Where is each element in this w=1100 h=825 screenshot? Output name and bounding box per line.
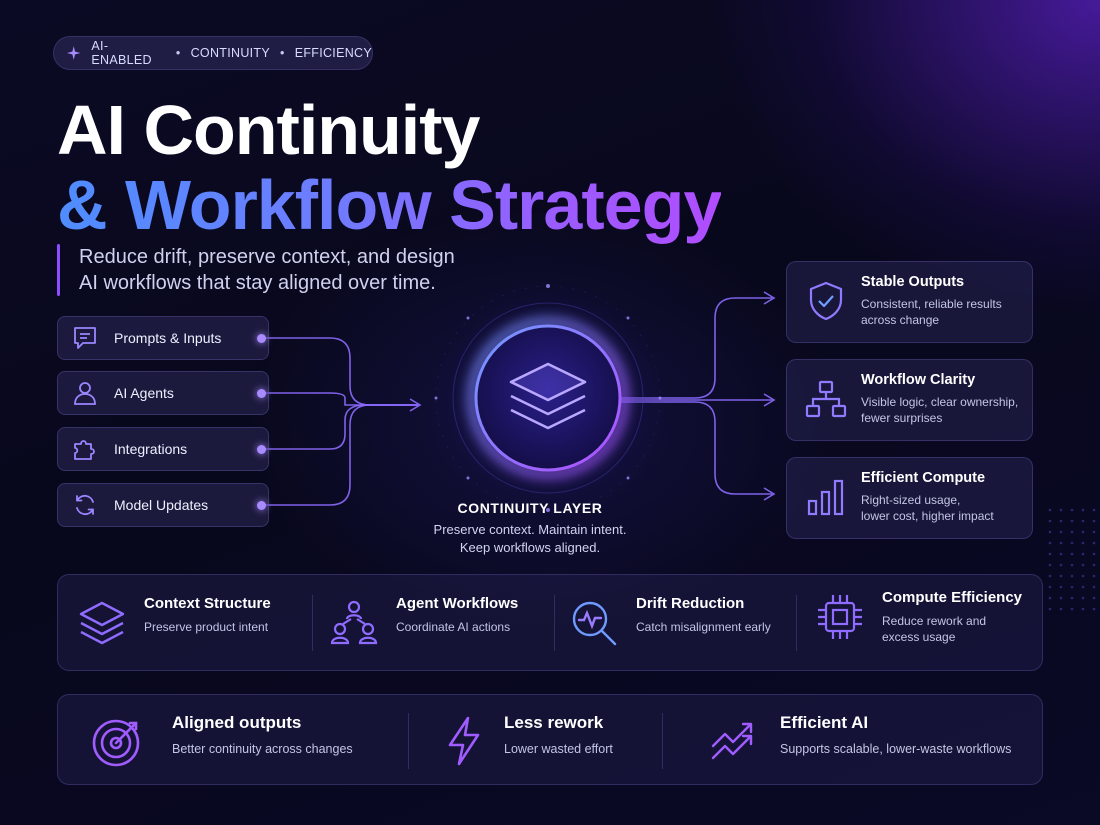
header-badge: AI-ENABLED • CONTINUITY • EFFICIENCY [53, 36, 373, 70]
lightning-icon [436, 713, 492, 769]
benefit-title: Efficient AI [780, 713, 869, 732]
benefit-description: Supports scalable, lower-waste workflows [780, 742, 1012, 756]
output-card-efficient-compute: Efficient Compute Right-sized usage,lowe… [786, 457, 1033, 539]
output-description: Visible logic, clear ownership,fewer sur… [861, 395, 1019, 425]
sparkle-icon [66, 46, 81, 60]
hierarchy-icon [801, 374, 851, 424]
badge-separator: • [175, 46, 181, 60]
layers-icon [509, 362, 587, 430]
benefit-less-rework: Less rework Lower wasted effort [436, 713, 613, 769]
divider [662, 713, 663, 769]
user-icon [70, 378, 100, 408]
feature-context-structure: Context Structure Preserve product inten… [74, 595, 271, 651]
output-card-workflow-clarity: Workflow Clarity Visible logic, clear ow… [786, 359, 1033, 441]
connector-port [257, 501, 266, 510]
badge-separator: • [280, 46, 285, 60]
output-description: Right-sized usage,lower cost, higher imp… [861, 493, 994, 523]
dot-grid-decoration [1048, 508, 1096, 611]
feature-title: Compute Efficiency [882, 589, 1023, 606]
trend-up-icon [706, 713, 762, 769]
chip-icon [812, 589, 868, 645]
badge-item: AI-ENABLED [91, 39, 152, 67]
divider [554, 595, 555, 651]
feature-drift-reduction: Drift Reduction Catch misalignment early [566, 595, 771, 651]
benefit-description: Lower wasted effort [504, 742, 613, 756]
input-node-prompts: Prompts & Inputs [57, 316, 269, 360]
input-node-agents: AI Agents [57, 371, 269, 415]
divider [312, 595, 313, 651]
input-node-integrations: Integrations [57, 427, 269, 471]
layers-icon [74, 595, 130, 651]
feature-title: Agent Workflows [396, 595, 519, 612]
feature-description: Coordinate AI actions [396, 620, 511, 634]
input-node-label: Prompts & Inputs [114, 330, 222, 346]
benefits-panel: Aligned outputs Better continuity across… [57, 694, 1043, 785]
divider [796, 595, 797, 651]
description-line: Keep workflows aligned. [459, 540, 601, 555]
benefit-title: Less rework [504, 713, 604, 732]
divider [408, 713, 409, 769]
subtitle-line: Reduce drift, preserve context, and desi… [79, 246, 455, 268]
agent-network-icon [326, 595, 382, 651]
chat-icon [70, 323, 100, 353]
connector-port [257, 445, 266, 454]
feature-description: Preserve product intent [144, 620, 269, 634]
page-subtitle: Reduce drift, preserve context, and desi… [79, 244, 499, 296]
output-card-stable-outputs: Stable Outputs Consistent, reliable resu… [786, 261, 1033, 343]
feature-title: Context Structure [144, 595, 271, 612]
output-title: Stable Outputs [861, 274, 965, 290]
input-node-label: AI Agents [114, 385, 174, 401]
target-icon [90, 713, 146, 769]
input-node-model-updates: Model Updates [57, 483, 269, 527]
connector-port [257, 334, 266, 343]
continuity-layer-label: CONTINUITY LAYER [457, 500, 603, 516]
shield-check-icon [801, 276, 851, 326]
benefit-title: Aligned outputs [172, 713, 302, 732]
feature-title: Drift Reduction [636, 595, 745, 612]
badge-item: EFFICIENCY [294, 46, 372, 60]
benefit-efficient-ai: Efficient AI Supports scalable, lower-wa… [706, 713, 1011, 769]
refresh-icon [70, 490, 100, 520]
subtitle-accent-bar [57, 244, 60, 296]
subtitle-line: AI workflows that stay aligned over time… [79, 272, 436, 294]
puzzle-icon [70, 434, 100, 464]
page-title-line2: & Workflow Strategy [57, 166, 722, 244]
feature-agent-workflows: Agent Workflows Coordinate AI actions [326, 595, 518, 651]
input-node-label: Integrations [114, 441, 188, 457]
feature-description: Catch misalignment early [636, 620, 771, 634]
connector-port [257, 389, 266, 398]
output-title: Efficient Compute [861, 470, 986, 486]
bar-chart-icon [801, 472, 851, 522]
description-line: Preserve context. Maintain intent. [433, 522, 627, 537]
benefit-aligned-outputs: Aligned outputs Better continuity across… [90, 713, 353, 769]
output-title: Workflow Clarity [861, 372, 976, 388]
features-panel: Context Structure Preserve product inten… [57, 574, 1043, 671]
badge-item: CONTINUITY [190, 46, 270, 60]
benefit-description: Better continuity across changes [172, 742, 353, 756]
input-node-label: Model Updates [114, 497, 209, 513]
continuity-layer-description: Preserve context. Maintain intent. Keep … [420, 521, 640, 557]
page-title-line1: AI Continuity [57, 91, 480, 169]
search-pulse-icon [566, 595, 622, 651]
